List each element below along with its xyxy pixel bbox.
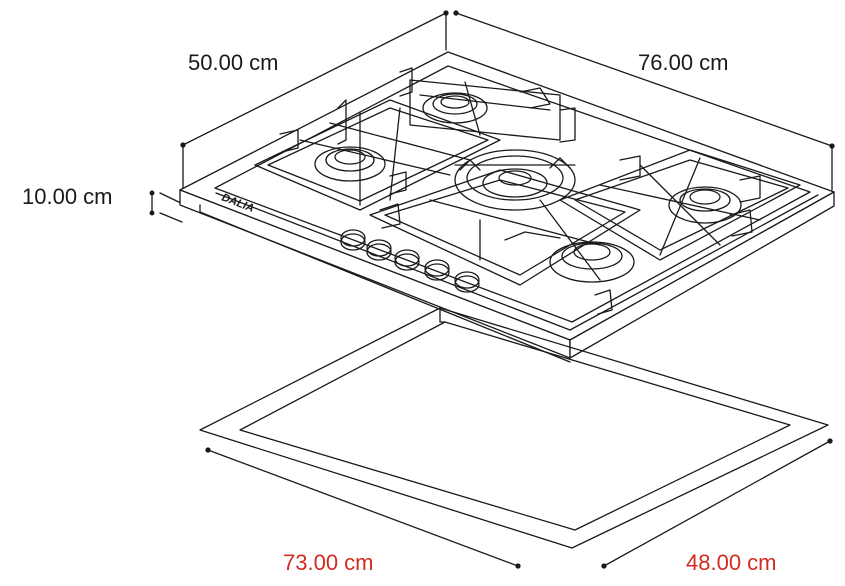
pan-support-left [254,67,501,211]
control-knob [424,259,450,281]
burner-wok-center [454,149,576,211]
burner-back-left [422,92,488,124]
control-knob [454,271,480,293]
pan-support-right [559,149,801,261]
depth-label: 50.00 cm [188,50,279,75]
cooktop-body [179,51,835,363]
dimension-line-cutout-depth [601,438,833,569]
width-label: 76.00 cm [638,50,729,75]
burner-right [668,186,742,224]
cutout-frame [199,307,829,549]
control-knob [394,249,420,271]
dimension-line-depth [180,10,449,191]
dimension-line-width [453,10,835,191]
burner-left [314,146,386,182]
height-label: 10.00 cm [22,184,113,209]
burner-front-right [549,241,635,283]
pan-support-front [369,169,641,315]
control-knob [340,229,366,251]
cutout-depth-label: 48.00 cm [686,550,777,575]
dimension-line-cutout-width [205,447,521,569]
control-knob [366,239,392,261]
cutout-width-label: 73.00 cm [283,550,374,575]
